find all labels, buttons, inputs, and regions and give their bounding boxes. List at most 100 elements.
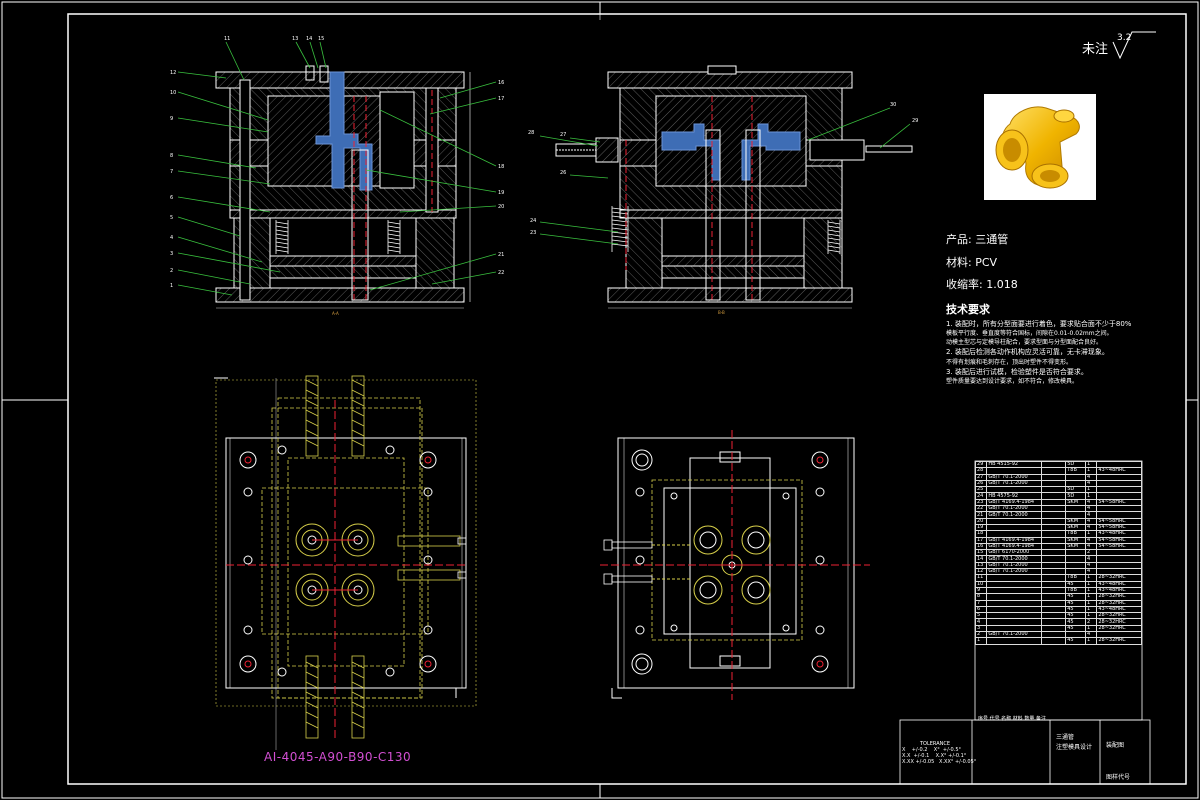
bom-cell: 4	[1084, 498, 1098, 507]
svg-text:6: 6	[170, 195, 173, 201]
svg-text:26: 26	[560, 170, 566, 176]
svg-text:15: 15	[318, 36, 324, 42]
bom-cell: 1	[974, 637, 988, 645]
svg-text:2: 2	[170, 268, 173, 274]
title-drawing-number: 图样代号	[1106, 774, 1131, 781]
requirement-line: 3. 装配后进行试模，检验塑件是否符合要求。	[946, 367, 1088, 376]
svg-text:24: 24	[530, 218, 536, 224]
bom-cell	[1041, 473, 1067, 481]
bom-cell: 43~48HRC	[1096, 467, 1142, 475]
bom-cell: 27	[974, 473, 988, 481]
bom-cell	[1041, 637, 1067, 645]
bom-cell	[986, 467, 1043, 475]
bom-cell: 22	[974, 505, 988, 513]
tolerance-row: X.XX +/-0.05 X.XX° +/-0.05°	[902, 759, 977, 765]
svg-text:14: 14	[306, 36, 312, 42]
tolerance-row: X +/-0.2 X° +/-0.5°	[902, 747, 962, 753]
bom-cell: 54~58HRC	[1096, 498, 1142, 507]
requirement-line: 1. 装配时，所有分型面要进行着色，要求贴合面不少于80%	[946, 319, 1132, 328]
product-name: 产品: 三通管	[946, 233, 1009, 246]
svg-text:27: 27	[560, 132, 566, 138]
section-label-left: A-A	[332, 311, 339, 316]
bom-cell	[986, 637, 1043, 645]
bom-cell: 29	[974, 460, 988, 469]
title-drawing-name: 装配图	[1106, 742, 1125, 749]
product-material: 材料: PCV	[946, 255, 998, 269]
bom-cell	[1041, 460, 1067, 469]
mold-base-spec-code: AI-4045-A90-B90-C130	[264, 750, 412, 764]
unspecified-roughness-note: 未注	[1082, 42, 1109, 57]
title-part-name: 三通管	[1056, 734, 1075, 741]
bom-cell	[1096, 479, 1142, 488]
title-design-title: 注塑模具设计	[1056, 744, 1093, 751]
bom-cell: 4	[1084, 473, 1098, 481]
tolerance-block: TOLERANCE X +/-0.2 X° +/-0.5° X.X +/-0.1…	[902, 741, 976, 765]
svg-text:4: 4	[170, 235, 173, 241]
bom-cell	[1041, 467, 1067, 475]
bom-cell: 1	[1084, 637, 1098, 645]
tee-pipe-icon	[995, 106, 1080, 189]
plan-view-right	[600, 430, 870, 700]
title-block-header: 序号 代号 名称 材料 数量 备注	[978, 716, 1046, 722]
bom-cell: 45	[1065, 637, 1086, 645]
bom-cell: GB/T 4169.4-1984	[986, 542, 1043, 551]
svg-text:13: 13	[292, 36, 298, 42]
svg-text:3: 3	[170, 251, 173, 257]
bom-cell: 23	[974, 498, 988, 507]
requirement-line: 2. 装配后检测各动作机构应灵活可靠，无卡滞现象。	[946, 348, 1109, 356]
requirement-line: 塑件质量要达到设计要求，如不符合，修改模具。	[946, 378, 1079, 385]
bom-cell: GB/T 4169.4-1984	[986, 536, 1043, 544]
bom-cell	[986, 486, 1043, 494]
bom-cell	[1096, 505, 1142, 513]
svg-text:30: 30	[890, 102, 896, 108]
svg-text:21: 21	[498, 252, 504, 258]
tolerance-row: X.X +/-0.1 X.X° +/-0.1°	[902, 753, 967, 759]
requirement-line: 不得有划痕和毛刺存在，顶出时塑件不得变形。	[946, 358, 1073, 366]
svg-text:22: 22	[498, 270, 504, 276]
bom-cell: HB 4515-92	[986, 460, 1043, 469]
product-shrinkage: 收缩率: 1.018	[946, 278, 1018, 291]
bom-cell: GB/T 4169.4-1984	[986, 498, 1043, 507]
svg-text:11: 11	[224, 36, 230, 42]
bom-cell	[1096, 486, 1142, 494]
section-label-right: B-B	[718, 310, 725, 315]
bom-cell: 1	[1084, 467, 1098, 475]
technical-requirements: 技术要求 1. 装配时，所有分型面要进行着色，要求贴合面不少于80% 模板平行度…	[946, 302, 1176, 386]
bom-cell: 28	[974, 467, 988, 475]
bom-cell	[1041, 486, 1067, 494]
bom-cell	[1096, 492, 1142, 500]
tolerance-title: TOLERANCE	[919, 741, 951, 747]
svg-text:19: 19	[498, 190, 504, 196]
bom-cell: 25	[974, 486, 988, 494]
bom-cell: GB/T 70.1-2000	[986, 505, 1043, 513]
roughness-value: 3.2	[1117, 33, 1131, 43]
bom-cell	[1041, 479, 1067, 488]
svg-text:12: 12	[170, 70, 176, 76]
svg-text:20: 20	[498, 204, 504, 210]
bom-cell: 4	[1084, 479, 1098, 488]
product-info: 产品: 三通管 材料: PCV 收缩率: 1.018	[946, 232, 1018, 294]
bom-cell	[1096, 460, 1142, 469]
bom-cell: 1	[1084, 492, 1098, 500]
bom-cell: 26	[974, 479, 988, 488]
svg-text:17: 17	[498, 96, 504, 102]
svg-text:29: 29	[912, 118, 918, 124]
